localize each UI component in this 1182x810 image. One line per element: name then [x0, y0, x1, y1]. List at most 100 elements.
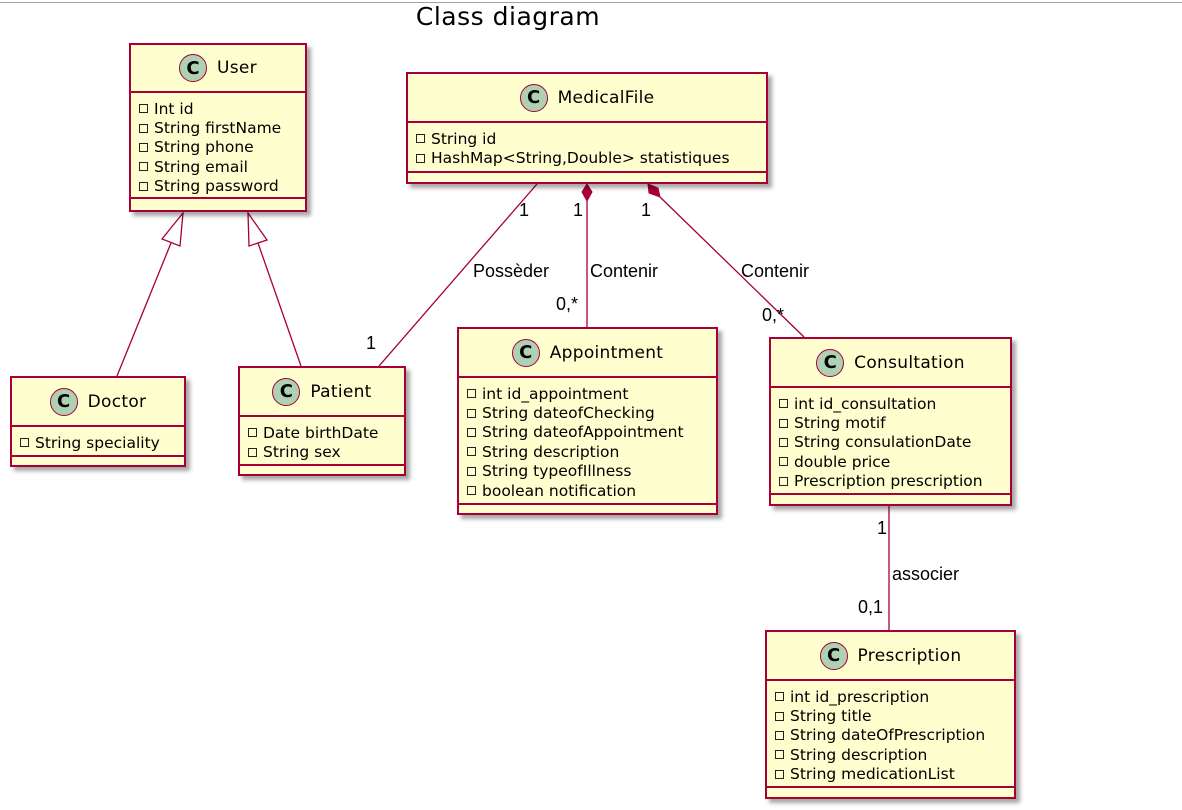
mult-medicalfile-contenir-appointment: 1 — [573, 200, 583, 220]
attribute-list: Date birthDate String sex — [240, 417, 404, 466]
attribute: String dateofChecking — [459, 403, 716, 422]
attribute: int id_prescription — [767, 687, 1014, 706]
attribute: String speciality — [12, 433, 184, 452]
label-associer: associer — [892, 564, 959, 584]
mult-medicalfile-possede: 1 — [519, 200, 529, 220]
diagram-title: Class diagram — [415, 2, 601, 31]
mult-prescription-associer: 0,1 — [858, 597, 883, 617]
private-visibility-icon — [775, 692, 784, 702]
private-visibility-icon — [775, 769, 784, 779]
attribute: String consulationDate — [771, 433, 1010, 452]
class-header: C Consultation — [771, 339, 1010, 388]
private-visibility-icon — [775, 750, 784, 760]
class-name: Patient — [310, 381, 372, 402]
attribute: String email — [131, 157, 305, 176]
class-name: Prescription — [857, 645, 962, 666]
class-header: C User — [131, 45, 305, 93]
class-appointment[interactable]: C Appointment int id_appointment String … — [457, 327, 718, 515]
mult-appointment-contenir: 0,* — [556, 294, 578, 314]
class-patient[interactable]: C Patient Date birthDate String sex — [238, 366, 406, 476]
private-visibility-icon — [248, 428, 257, 438]
mult-patient-possede: 1 — [366, 333, 376, 353]
private-visibility-icon — [20, 438, 29, 448]
private-visibility-icon — [775, 730, 784, 740]
attribute: String medicationList — [767, 765, 1014, 784]
private-visibility-icon — [779, 437, 788, 447]
inheritance-arrowhead-icon — [247, 210, 269, 247]
private-visibility-icon — [139, 104, 148, 114]
class-header: C Prescription — [767, 632, 1014, 681]
private-visibility-icon — [248, 447, 257, 457]
attribute-list: int id_appointment String dateofChecking… — [459, 378, 716, 505]
mult-medicalfile-contenir-consultation: 1 — [641, 200, 651, 220]
edge-medicalfile-consultation: 1 Contenir 0,* — [641, 183, 809, 338]
edge-patient-inherits-user — [247, 210, 302, 367]
class-header: C Appointment — [459, 329, 716, 378]
attribute: Int id — [131, 99, 305, 118]
private-visibility-icon — [139, 162, 148, 172]
label-contenir-consultation: Contenir — [741, 261, 809, 281]
attribute-list: int id_prescription String title String … — [767, 681, 1014, 788]
attribute: Date birthDate — [240, 423, 404, 442]
mult-consultation-associer: 1 — [877, 518, 887, 538]
private-visibility-icon — [779, 476, 788, 486]
private-visibility-icon — [467, 408, 476, 418]
class-c-icon: C — [819, 641, 848, 670]
edge-consultation-prescription: 1 associer 0,1 — [858, 506, 959, 630]
attribute: String typeofIllness — [459, 462, 716, 481]
attribute: boolean notification — [459, 481, 716, 500]
class-medicalfile[interactable]: C MedicalFile String id HashMap<String,D… — [406, 72, 768, 184]
class-name: User — [217, 58, 257, 78]
private-visibility-icon — [779, 399, 788, 409]
attribute: Prescription prescription — [771, 472, 1010, 491]
class-name: Appointment — [549, 342, 664, 363]
attribute: String dateOfPrescription — [767, 726, 1014, 745]
class-consultation[interactable]: C Consultation int id_consultation Strin… — [769, 337, 1012, 506]
mult-consultation-contenir: 0,* — [762, 305, 784, 325]
attribute: double price — [771, 452, 1010, 471]
class-c-icon: C — [272, 377, 301, 406]
class-c-icon: C — [519, 83, 548, 112]
composition-diamond-icon — [581, 183, 593, 203]
class-name: Doctor — [87, 391, 147, 412]
attribute: HashMap<String,Double> statistiques — [408, 148, 766, 167]
attribute: String phone — [131, 138, 305, 157]
attribute: int id_consultation — [771, 394, 1010, 413]
class-header: C Patient — [240, 368, 404, 417]
private-visibility-icon — [467, 447, 476, 457]
class-header: C MedicalFile — [408, 74, 766, 123]
attribute: String description — [459, 442, 716, 461]
attribute: String motif — [771, 413, 1010, 432]
private-visibility-icon — [139, 123, 148, 133]
attribute-list: Int id String firstName String phone Str… — [131, 93, 305, 199]
attribute-list: int id_consultation String motif String … — [771, 388, 1010, 495]
class-c-icon: C — [816, 348, 845, 377]
top-divider — [0, 2, 1182, 3]
attribute: String description — [767, 745, 1014, 764]
private-visibility-icon — [775, 711, 784, 721]
class-prescription[interactable]: C Prescription int id_prescription Strin… — [765, 630, 1016, 799]
class-name: MedicalFile — [557, 87, 655, 108]
private-visibility-icon — [467, 466, 476, 476]
class-c-icon: C — [511, 338, 540, 367]
attribute: String sex — [240, 442, 404, 461]
private-visibility-icon — [467, 427, 476, 437]
private-visibility-icon — [467, 389, 476, 399]
edge-doctor-inherits-user — [116, 210, 184, 377]
attribute: int id_appointment — [459, 384, 716, 403]
private-visibility-icon — [467, 486, 476, 496]
attribute-list: String speciality — [12, 427, 184, 457]
label-possede: Possèder — [473, 261, 549, 281]
edge-medicalfile-appointment: 1 Contenir 0,* — [556, 183, 658, 327]
inheritance-arrowhead-icon — [160, 210, 184, 247]
class-header: C Doctor — [12, 378, 184, 427]
class-doctor[interactable]: C Doctor String speciality — [10, 376, 186, 467]
class-name: Consultation — [854, 352, 965, 373]
attribute: String dateofAppointment — [459, 423, 716, 442]
attribute: String password — [131, 177, 305, 196]
class-user[interactable]: C User Int id String firstName String ph… — [129, 43, 307, 212]
private-visibility-icon — [416, 153, 425, 163]
private-visibility-icon — [139, 181, 148, 191]
attribute: String id — [408, 129, 766, 148]
